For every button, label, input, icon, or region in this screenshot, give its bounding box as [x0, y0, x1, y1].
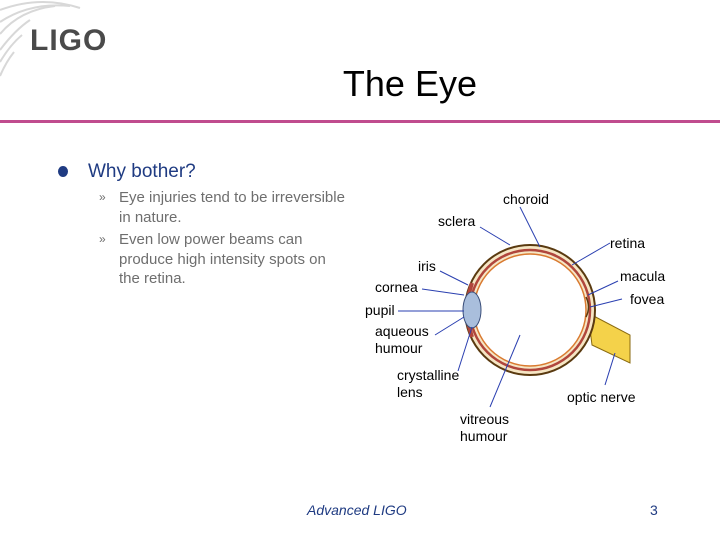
fovea-shape	[585, 296, 590, 318]
slide-title: The Eye	[342, 63, 477, 104]
subbullet-2: » Even low power beams can produce high …	[99, 230, 349, 289]
label-retina: retina	[610, 235, 645, 251]
pointer-optic-nerve	[604, 352, 616, 386]
pointer-sclera	[479, 226, 511, 246]
bullet-why-bother: Why bother?	[88, 161, 196, 182]
label-optic-nerve: optic nerve	[567, 389, 636, 405]
label-aqueous-2: humour	[375, 340, 423, 356]
label-choroid: choroid	[503, 191, 549, 207]
label-vitreous-2: humour	[460, 428, 508, 444]
ligo-logo: LIGO	[30, 24, 108, 57]
label-aqueous-1: aqueous	[375, 323, 429, 339]
label-crystalline-2: lens	[397, 384, 423, 400]
footer-text: Advanced LIGO	[307, 502, 407, 518]
pointer-aqueous	[434, 316, 465, 336]
page-number: 3	[650, 502, 658, 518]
subbullet-marker-icon: »	[99, 190, 106, 204]
label-crystalline-1: crystalline	[397, 367, 459, 383]
eyeball-retina	[473, 253, 587, 367]
ligo-logo-arcs	[0, 1, 81, 77]
pointer-lens	[457, 326, 473, 372]
label-vitreous-1: vitreous	[460, 411, 509, 427]
pointer-iris	[439, 270, 469, 286]
pointer-cornea	[421, 288, 465, 296]
title-divider	[0, 120, 720, 123]
pointer-vitreous	[489, 334, 521, 408]
eye-diagram: choroid sclera retina iris cornea macula…	[365, 191, 665, 444]
bullet-dot-icon	[58, 166, 68, 177]
subbullet-1-text: Eye injuries tend to be irreversible in …	[119, 189, 345, 226]
label-fovea: fovea	[630, 291, 664, 307]
label-pupil: pupil	[365, 302, 395, 318]
subbullet-1: » Eye injuries tend to be irreversible i…	[99, 188, 349, 227]
crystalline-lens-shape	[462, 291, 482, 329]
pointer-choroid	[519, 206, 541, 248]
label-iris: iris	[418, 258, 436, 274]
pointer-macula	[587, 280, 619, 296]
subbullet-2-text: Even low power beams can produce high in…	[119, 231, 326, 287]
pointer-retina	[571, 242, 611, 266]
label-macula: macula	[620, 268, 665, 284]
subbullet-marker-icon: »	[99, 232, 106, 246]
label-sclera: sclera	[438, 213, 476, 229]
pointer-fovea	[589, 298, 623, 308]
label-cornea: cornea	[375, 279, 418, 295]
